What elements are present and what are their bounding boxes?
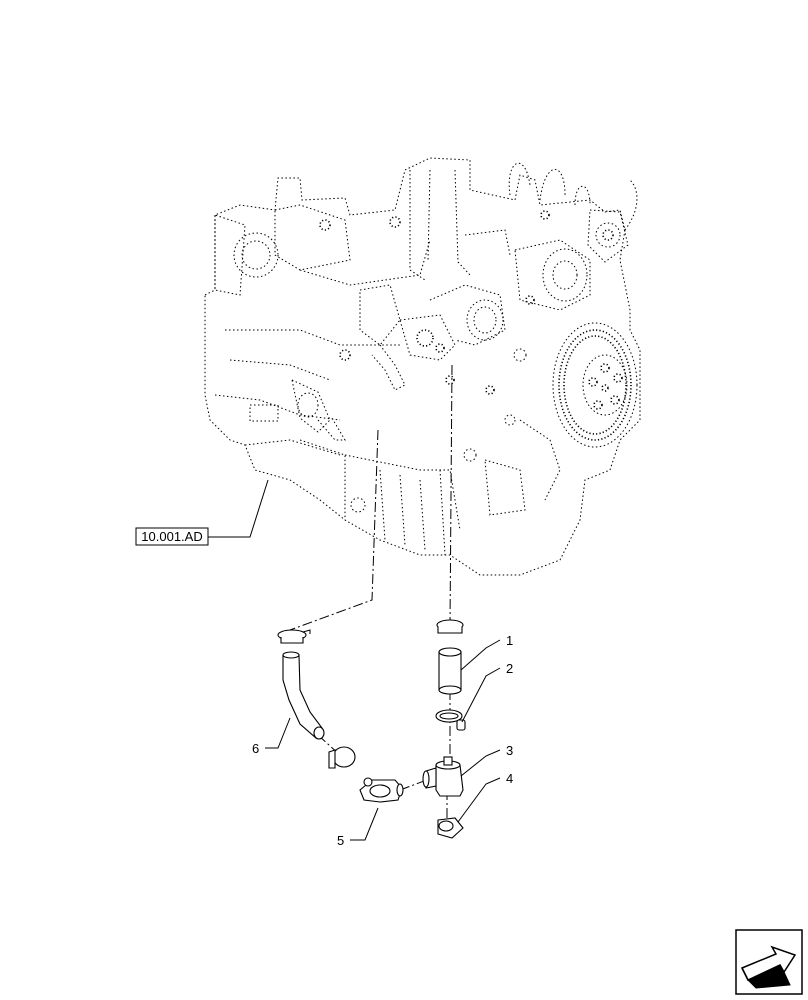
callout-6: 6 — [252, 741, 259, 756]
fitting-connection-line — [399, 777, 433, 791]
callout-3-leader — [460, 749, 501, 777]
tube-clamp-upper — [436, 619, 464, 634]
part-6-hose — [282, 651, 325, 740]
hose-clamp-upper — [277, 629, 311, 644]
part-5-elbow-fitting — [359, 777, 404, 803]
callout-4: 4 — [506, 771, 513, 786]
callout-6-leader — [265, 717, 291, 749]
hose-connection-line — [289, 429, 379, 631]
part-1-tube — [438, 647, 462, 695]
callout-5: 5 — [337, 833, 344, 848]
vertical-connection-line — [449, 364, 453, 626]
engine-assembly-phantom — [204, 157, 641, 576]
next-page-arrow-icon[interactable] — [735, 929, 803, 995]
hose-clamp-lower — [328, 746, 356, 769]
callout-2: 2 — [506, 661, 513, 676]
reference-label: 10.001.AD — [141, 529, 202, 544]
part-2-clamp — [435, 709, 466, 731]
callout-4-leader — [457, 777, 501, 823]
callout-1-leader — [460, 639, 501, 671]
callout-5-leader — [350, 807, 379, 841]
callout-2-leader — [461, 667, 501, 723]
part-4-sensor — [437, 817, 464, 839]
reference-callout[interactable]: 10.001.AD — [135, 479, 269, 546]
callout-3: 3 — [506, 743, 513, 758]
reference-leader — [208, 479, 269, 538]
part-3-housing — [422, 756, 464, 797]
callout-1: 1 — [506, 633, 513, 648]
